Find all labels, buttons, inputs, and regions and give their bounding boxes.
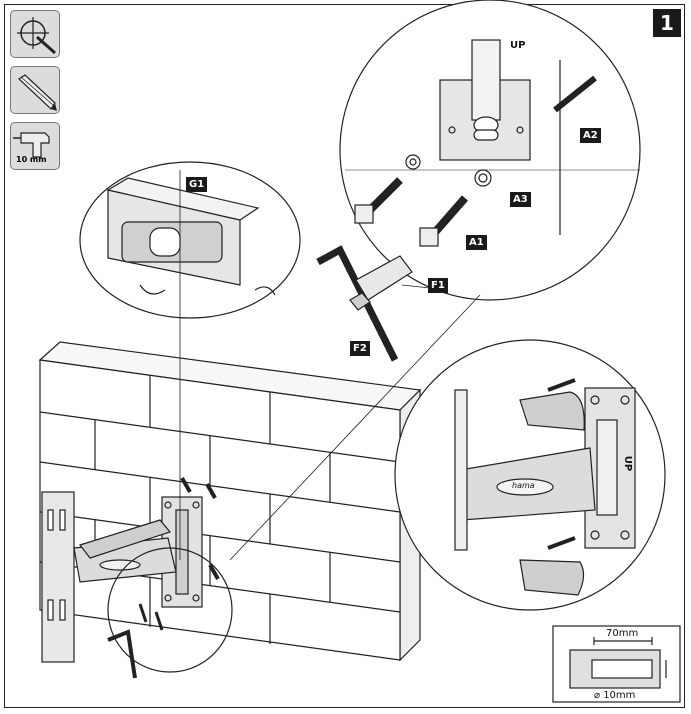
anchor-detail xyxy=(339,0,641,301)
pencil-icon xyxy=(18,74,57,111)
wall-screws-main xyxy=(138,477,220,631)
drill-depth-label: 70mm xyxy=(606,628,639,639)
hex-wrench xyxy=(316,245,413,362)
step-number: 1 xyxy=(653,9,681,37)
brand-mark: hama xyxy=(512,481,535,490)
swing-arm xyxy=(41,491,177,663)
up-mark-right: UP xyxy=(622,455,634,472)
brick-wall xyxy=(38,341,422,662)
drill-diameter-label: ⌀ 10mm xyxy=(594,690,636,701)
tool-drill: 10 mm xyxy=(10,122,60,170)
page-frame xyxy=(4,4,685,708)
tool-pencil xyxy=(10,66,60,114)
drill-size-label: 10 mm xyxy=(16,155,47,164)
drill-depth-inset xyxy=(552,625,681,703)
callout-a1: A1 xyxy=(466,235,487,250)
tool-level-marking xyxy=(10,10,60,58)
callout-a2: A2 xyxy=(580,128,601,143)
level-marking-icon xyxy=(17,17,56,55)
level-detail xyxy=(79,161,301,560)
up-mark-top: UP xyxy=(510,40,526,51)
drill-icon xyxy=(13,132,50,158)
hex-key-small xyxy=(107,629,137,679)
callout-f1: F1 xyxy=(428,278,448,293)
arm-cover-detail xyxy=(394,339,666,611)
callout-g1: G1 xyxy=(186,177,208,192)
callout-a3: A3 xyxy=(510,192,531,207)
callout-f2: F2 xyxy=(350,341,370,356)
